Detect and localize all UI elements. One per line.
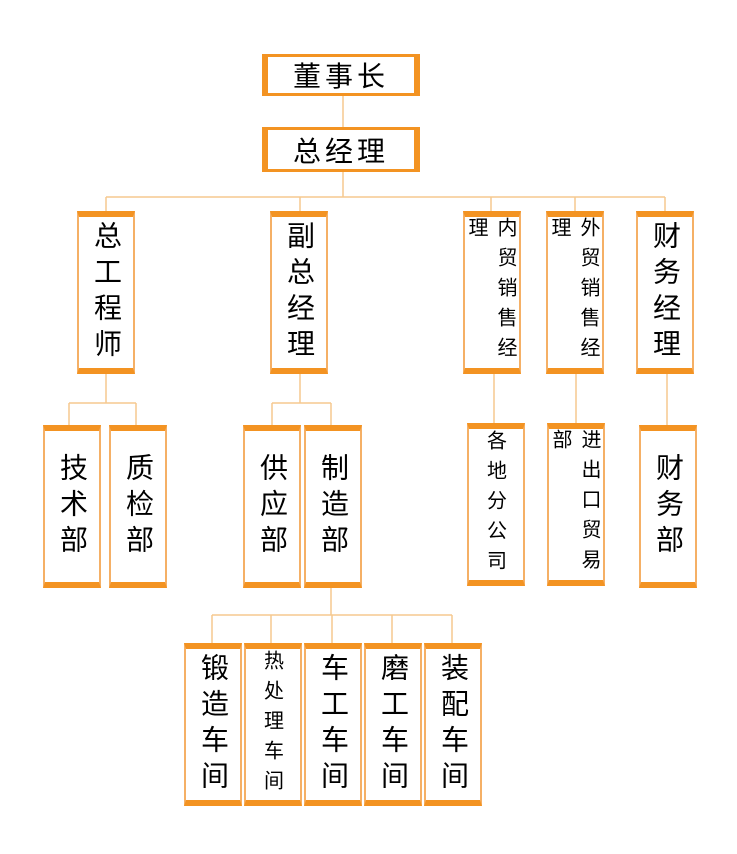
node-label: 财务部 [652, 452, 685, 561]
node-label: 锻造车间 [197, 652, 230, 797]
node-label: 车工车间 [317, 652, 350, 797]
node-chief-engineer: 总工程师 [77, 211, 135, 374]
node-quality-dept: 质检部 [109, 425, 167, 588]
node-label: 磨工车间 [377, 652, 410, 797]
node-label: 董事长 [292, 60, 389, 93]
node-label: 装配车间 [437, 652, 470, 797]
node-heat-treatment-workshop: 热处理车间 [244, 643, 302, 806]
node-forging-workshop: 锻造车间 [184, 643, 242, 806]
node-finance-manager: 财务经理 [636, 211, 694, 374]
node-label: 外贸销售经理 [548, 217, 601, 367]
node-finance-dept: 财务部 [639, 425, 697, 588]
node-chairman: 董事长 [262, 54, 420, 96]
node-branch-offices: 各地分公司 [467, 423, 525, 586]
node-label: 进出口贸易部 [549, 429, 602, 579]
node-label: 财务经理 [649, 220, 682, 365]
node-label: 副总经理 [283, 220, 316, 365]
node-turning-workshop: 车工车间 [304, 643, 362, 806]
node-label: 质检部 [122, 452, 155, 561]
node-assembly-workshop: 装配车间 [424, 643, 482, 806]
node-label: 供应部 [256, 452, 289, 561]
node-supply-dept: 供应部 [243, 425, 301, 588]
node-label: 制造部 [317, 452, 350, 561]
node-label: 内贸销售经理 [465, 217, 518, 367]
node-technical-dept: 技术部 [43, 425, 101, 588]
node-foreign-sales-manager: 外贸销售经理 [546, 211, 604, 374]
node-label: 各地分公司 [483, 429, 508, 580]
node-grinding-workshop: 磨工车间 [364, 643, 422, 806]
node-import-export-dept: 进出口贸易部 [547, 423, 605, 586]
node-manufacturing-dept: 制造部 [304, 425, 362, 588]
node-label: 总工程师 [90, 220, 123, 365]
node-general-manager: 总经理 [262, 127, 420, 172]
node-label: 技术部 [56, 452, 89, 561]
node-label: 总经理 [292, 134, 389, 168]
node-domestic-sales-manager: 内贸销售经理 [463, 211, 521, 374]
node-label: 热处理车间 [260, 649, 285, 800]
node-deputy-gm: 副总经理 [270, 211, 328, 374]
